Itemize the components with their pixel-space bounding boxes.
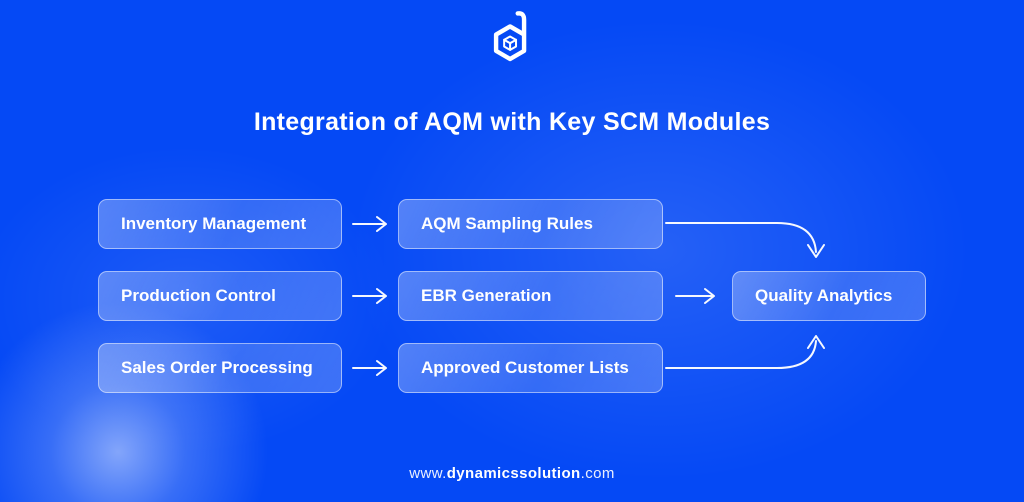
node-label: AQM Sampling Rules [421, 214, 593, 233]
dynamics-solution-logo [489, 8, 535, 69]
page-title: Integration of AQM with Key SCM Modules [253, 108, 771, 136]
node-label: EBR Generation [421, 286, 552, 305]
node-ebr-generation: EBR Generation [398, 271, 663, 321]
footer-url-prefix: www. [409, 465, 447, 482]
arrow-inventory-to-sampling [352, 216, 387, 232]
node-quality-analytics: Quality Analytics [732, 271, 926, 321]
footer-url-domain: dynamicssolution [446, 465, 581, 482]
node-production-control: Production Control [98, 271, 342, 321]
arrow-approved-to-quality-curved [665, 335, 825, 369]
arrow-ebr-to-quality [675, 288, 715, 304]
node-label: Production Control [121, 286, 276, 305]
node-aqm-sampling-rules: AQM Sampling Rules [398, 199, 663, 249]
node-label: Approved Customer Lists [421, 358, 629, 377]
arrow-sales-to-approved [352, 360, 387, 376]
node-approved-customer-lists: Approved Customer Lists [398, 343, 663, 393]
node-label: Inventory Management [121, 214, 307, 233]
arrow-sampling-to-quality-curved [665, 222, 825, 258]
cube-d-logo-icon [493, 11, 527, 62]
node-label: Quality Analytics [755, 286, 893, 305]
node-label: Sales Order Processing [121, 358, 313, 377]
footer-url-suffix: .com [580, 465, 615, 482]
footer-url: www.dynamicssolution.com [0, 465, 1024, 482]
node-inventory-management: Inventory Management [98, 199, 342, 249]
arrow-production-to-ebr [352, 288, 387, 304]
node-sales-order-processing: Sales Order Processing [98, 343, 342, 393]
